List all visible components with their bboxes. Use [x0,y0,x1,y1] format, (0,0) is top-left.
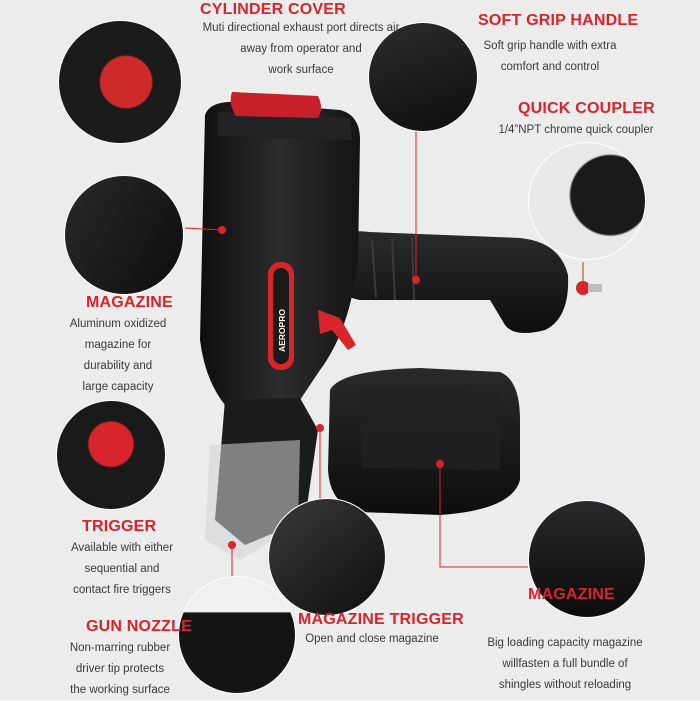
cylinder-cover-detail-circle [58,20,182,144]
quick-coupler-detail-circle [528,142,646,260]
quick-coupler-desc: 1/4”NPT chrome quick coupler [498,124,654,136]
trigger-desc: Available with either sequential and con… [70,542,174,596]
magazine-detail-circle-right [528,500,646,618]
magazine-trigger-title: MAGAZINE TRIGGER [298,611,464,628]
cylinder-cover-red [230,92,321,118]
magazine-left-title: MAGAZINE [86,294,173,311]
soft-grip-handle-title: SOFT GRIP HANDLE [478,12,639,29]
magazine-trigger-detail-circle [268,498,386,616]
cylinder-cover-title: CYLINDER COVER [200,1,346,18]
quick-coupler-title: QUICK COUPLER [518,100,655,117]
brand-text: AEROPRO [277,309,287,352]
magazine-detail-circle-left [64,175,184,295]
magazine-trigger-desc: Open and close magazine [305,633,439,645]
gun-nozzle-title: GUN NOZZLE [86,618,192,635]
magazine-right-desc: Big loading capacity magazine willfasten… [487,637,643,691]
soft-grip-handle-desc: Soft grip handle with extra comfort and … [483,40,617,73]
handle-shape [330,231,569,334]
trigger-title: TRIGGER [82,518,157,535]
magazine-right-title: MAGAZINE [528,586,615,603]
gun-nozzle-detail-circle [178,576,296,694]
gun-nozzle-desc: Non-marring rubber driver tip protects t… [69,642,171,696]
trigger-red [318,310,356,350]
trigger-detail-circle [56,400,166,510]
cylinder-cover-desc: Muti directional exhaust port directs ai… [202,22,400,76]
magazine-left-desc: Aluminum oxidized magazine for durabilit… [69,318,167,393]
soft-grip-detail-circle [368,22,478,132]
